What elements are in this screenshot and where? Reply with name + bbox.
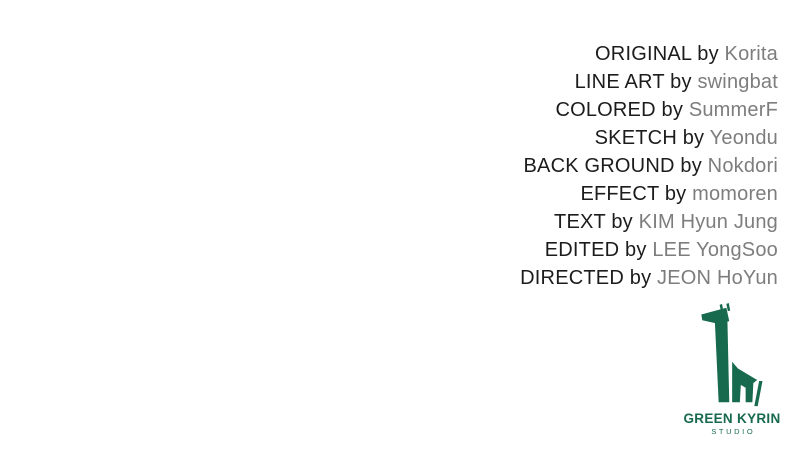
credit-line: SKETCH by Yeondu bbox=[520, 124, 778, 152]
giraffe-body bbox=[732, 361, 758, 403]
credit-name: KIM Hyun Jung bbox=[638, 211, 778, 233]
credit-role: COLORED bbox=[555, 99, 656, 121]
credit-role: SKETCH bbox=[594, 127, 677, 149]
credit-connector: by bbox=[625, 239, 647, 261]
credit-line: ORIGINAL by Korita bbox=[520, 40, 778, 68]
credit-name: SummerF bbox=[688, 99, 778, 121]
credit-connector: by bbox=[629, 267, 652, 289]
credit-name: swingbat bbox=[697, 71, 778, 93]
credit-line: TEXT by KIM Hyun Jung bbox=[520, 208, 778, 236]
giraffe-neck bbox=[714, 316, 730, 403]
credit-line: COLORED by SummerF bbox=[520, 96, 778, 124]
credit-line: EDITED by LEE YongSoo bbox=[520, 236, 778, 264]
credit-role: EDITED bbox=[544, 239, 620, 261]
giraffe-kyrin-icon bbox=[701, 302, 763, 407]
credit-name: JEON HoYun bbox=[657, 267, 778, 289]
studio-name: GREEN KYRIN bbox=[683, 411, 781, 426]
credit-line: DIRECTED by JEON HoYun bbox=[520, 264, 778, 292]
giraffe-ossicone-right bbox=[726, 302, 731, 312]
credit-line: LINE ART by swingbat bbox=[520, 68, 778, 96]
credit-connector: by bbox=[670, 71, 692, 93]
credit-connector: by bbox=[682, 127, 705, 149]
credits-list: ORIGINAL by Korita LINE ART by swingbat … bbox=[520, 40, 778, 292]
credit-name: Nokdori bbox=[707, 155, 778, 177]
credit-connector: by bbox=[664, 183, 687, 205]
credit-connector: by bbox=[697, 43, 719, 65]
credit-role: LINE ART bbox=[574, 71, 665, 93]
credit-name: momoren bbox=[692, 183, 778, 205]
credit-role: EFFECT bbox=[580, 183, 660, 205]
credit-role: DIRECTED bbox=[520, 267, 624, 289]
credit-name: Korita bbox=[724, 43, 778, 65]
giraffe-hind-leg bbox=[754, 381, 763, 407]
credit-name: LEE YongSoo bbox=[652, 239, 778, 261]
credit-name: Yeondu bbox=[709, 127, 778, 149]
studio-logo: GREEN KYRIN STUDIO bbox=[683, 302, 781, 436]
credit-role: BACK GROUND bbox=[523, 155, 675, 177]
credit-connector: by bbox=[680, 155, 702, 177]
studio-sub-label: STUDIO bbox=[711, 427, 756, 436]
credit-role: ORIGINAL bbox=[595, 43, 692, 65]
credit-line: EFFECT by momoren bbox=[520, 180, 778, 208]
credit-connector: by bbox=[661, 99, 684, 121]
credit-role: TEXT bbox=[554, 211, 606, 233]
credit-line: BACK GROUND by Nokdori bbox=[520, 152, 778, 180]
credit-connector: by bbox=[611, 211, 633, 233]
